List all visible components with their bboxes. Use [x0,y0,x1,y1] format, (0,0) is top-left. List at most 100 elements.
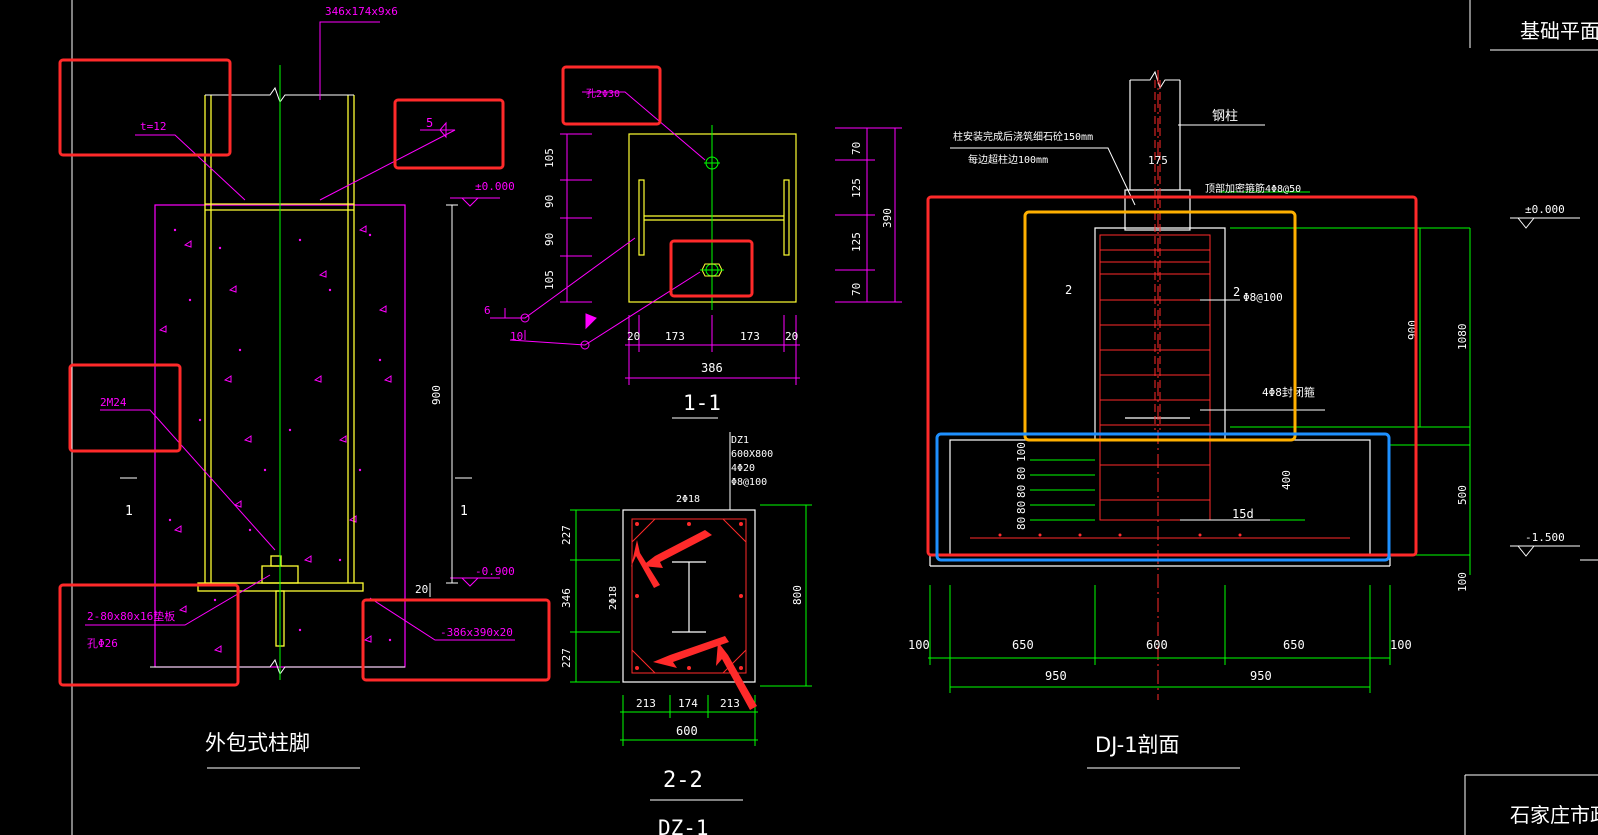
annot-box-weld [393,98,505,170]
sec11-right-dim-1: 125 [850,178,863,198]
sec11-right-dim-3: 70 [850,283,863,296]
dj1-stack-dim-0: 100 [1015,442,1028,462]
col-tag-line-3: Φ8@100 [731,477,767,488]
dj1-note-2: 每边超柱边100mm [968,153,1048,166]
sec22-subtitle: DZ-1 [658,816,709,835]
dj1-leaders [950,124,1325,521]
dj1-tie-note: 顶部加密箍筋4Φ8@50 [1205,182,1301,195]
sec11-leaders [490,91,706,350]
dj1-elev-top: ±0.000 [1525,203,1565,216]
dj1-bottom-dim-1: 650 [1012,638,1034,652]
dj1-bottom-dim-2: 600 [1146,638,1168,652]
annot-box-dj1 [926,195,1418,557]
side-rebar-label: 2Φ18 [608,586,619,610]
sec11-left-dim-1: 90 [543,195,556,208]
dj1-stack-dim-3: 80 [1015,501,1028,514]
dj1-bottom-dim-3: 650 [1283,638,1305,652]
rebar-hole-label: 孔2Φ30 [586,88,620,100]
dj1-rebar-cage [970,80,1350,539]
sec22-bottom-dim-0: 213 [636,697,656,710]
sec11-bottom-dim-1: 173 [665,330,685,343]
annot-box-bolt-nut [669,239,754,298]
dj1-stirrup-mark: 2 [1233,285,1240,299]
annotation-boxes [58,58,1418,687]
col-dim-900-text: 900 [430,385,443,405]
sec11-right-dim-0: 70 [850,142,863,155]
column-outline [622,509,756,683]
sec11-left-dim-0: 105 [543,148,556,168]
sec11-bottom-total: 386 [701,361,723,375]
concrete-hatch [168,228,392,642]
dj1-note-1: 柱安装完成后浇筑细石砼150mm [953,130,1093,143]
column-base-detail: 346x174x9x6 t=12 5 ±0.000 -0.900 2M24 2-… [85,5,515,769]
dj1-bottom-dim-0: 100 [908,638,930,652]
col-dim-20-text: 20 [415,583,428,596]
base-plate-label: -386x390x20 [440,626,513,639]
annot-box-footing [935,432,1391,562]
concrete-triangles [158,225,392,653]
top-rebar-label: 2Φ18 [676,494,700,505]
steel-column [197,95,364,647]
col-dim-900 [429,204,458,597]
sec11-title: 1-1 [683,391,721,415]
break-line-bottom [150,658,405,676]
dj1-bottom-dim2-1: 950 [1250,669,1272,683]
sec11-total-dim: 390 [881,208,894,228]
dj1-col-width: 175 [1148,154,1168,167]
sec22-bottom-dim-2: 213 [720,697,740,710]
dj1-left-mark: 2 [1065,283,1072,297]
h-section-22 [672,561,706,633]
sec11-left-dim-3: 105 [543,270,556,290]
col-leaders [85,21,515,641]
sec11-bottom-dim-2: 173 [740,330,760,343]
dj1-title: DJ-1剖面 [1095,733,1180,757]
sec22-bottom-dim-lines [620,695,758,746]
dj1-stack-dim-2: 80 [1015,485,1028,498]
dj1-stack-dim-1: 80 [1015,467,1028,480]
bolt-label: 2M24 [100,396,127,409]
col-tag-line-2: 4Φ20 [731,463,755,474]
annot-box-t12 [58,58,232,157]
col-tag-line-1: 600X800 [731,449,773,460]
dj1-dim-400: 400 [1280,470,1293,490]
section-1-1-detail: 孔2Φ30 6 10 105 90 90 105 70 125 125 70 [484,88,902,419]
dj1-dim-500: 500 [1456,485,1469,505]
sec22-right-dim: 800 [791,585,804,605]
arrow-lower-right [716,642,757,710]
annot-box-bolt [68,363,182,453]
arrow-upper-right [642,530,712,568]
plan-title-text: 基础平面布 [1520,19,1598,43]
inner-stirrup [631,518,747,674]
rebar-dots [635,522,743,670]
dj1-stirrup-spec: Φ8@100 [1243,291,1283,304]
sec11-bottom-dim-lines [625,315,800,385]
dj1-dim-100-right: 100 [1456,572,1469,592]
dj1-col-label: 钢柱 [1212,109,1238,124]
section-mark-left: 1 [125,504,133,519]
arrow-lower-left [653,636,729,668]
col-tag-line-0: DZ1 [731,435,749,446]
dj1-dim-1080: 1080 [1456,324,1469,351]
sec11-left-dim-2: 90 [543,233,556,246]
dj1-bottom-dim2-0: 950 [1045,669,1067,683]
weld-size-label: 5 [426,116,433,130]
sec22-left-dim-2: 227 [560,648,573,668]
sec22-bottom-total: 600 [676,724,698,738]
annot-box-rebar-hole [561,65,662,126]
dj1-bottom-dim-4: 100 [1390,638,1412,652]
sec22-bottom-dim-1: 174 [678,697,698,710]
column-size-label: 346x174x9x6 [325,5,398,18]
sec22-left-dim-lines [570,509,620,683]
sec11-right-dim-2: 125 [850,232,863,252]
dj1-elev-bottom: -1.500 [1525,531,1565,544]
elev-bottom-label: -0.900 [475,565,515,578]
dj1-anchor-label: 15d [1232,507,1254,521]
section-2-2-detail: DZ1 600X800 4Φ20 Φ8@100 2Φ18 2Φ18 227 34… [560,432,812,835]
break-line-top [205,86,354,104]
callout-6: 6 [484,304,491,317]
dj1-bottom-dim-lines [928,585,1391,693]
col-base-title: 外包式柱脚 [205,731,310,755]
sec22-right-dim-lines [760,504,812,687]
dj1-closed-stirrup: 4Φ8封闭箍 [1262,385,1315,399]
